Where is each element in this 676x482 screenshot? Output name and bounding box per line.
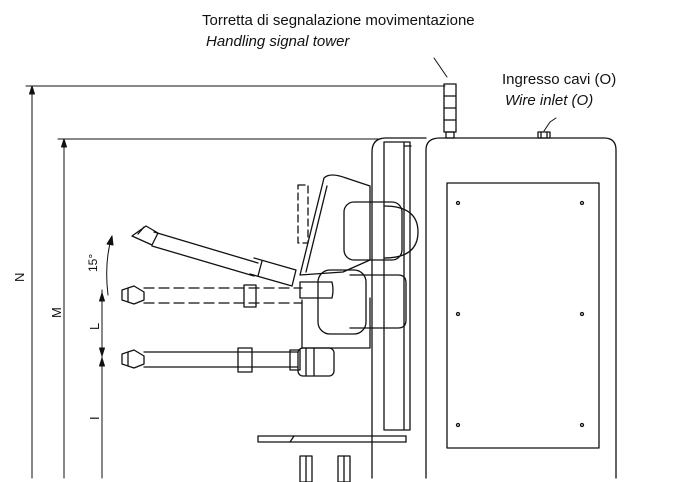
tilted-arm: [131, 225, 297, 287]
column: [371, 137, 427, 479]
dim-l: L: [87, 322, 102, 330]
bottom-arm: [121, 347, 301, 373]
lower-bracket: [297, 347, 335, 377]
base-legs: [299, 455, 351, 482]
dim-m: M: [49, 307, 64, 318]
cabinet: [425, 137, 617, 479]
lower-body: [299, 269, 407, 349]
label-wire-it: Ingresso cavi (O): [502, 71, 617, 88]
rotating-head: [297, 174, 419, 276]
dimension-lines: [25, 85, 446, 479]
middle-arm-dashed: [121, 284, 303, 308]
signal-tower: [433, 57, 457, 139]
wire-inlet: [537, 117, 557, 139]
dim-angle: 15°: [86, 253, 100, 272]
dim-i: I: [87, 416, 102, 420]
label-tower-en: Handling signal tower: [206, 33, 350, 50]
label-wire-en: Wire inlet (O): [505, 92, 594, 109]
tray: [257, 435, 407, 443]
label-tower-it: Torretta di segnalazione movimentazione: [202, 12, 475, 29]
dim-n: N: [12, 272, 27, 282]
